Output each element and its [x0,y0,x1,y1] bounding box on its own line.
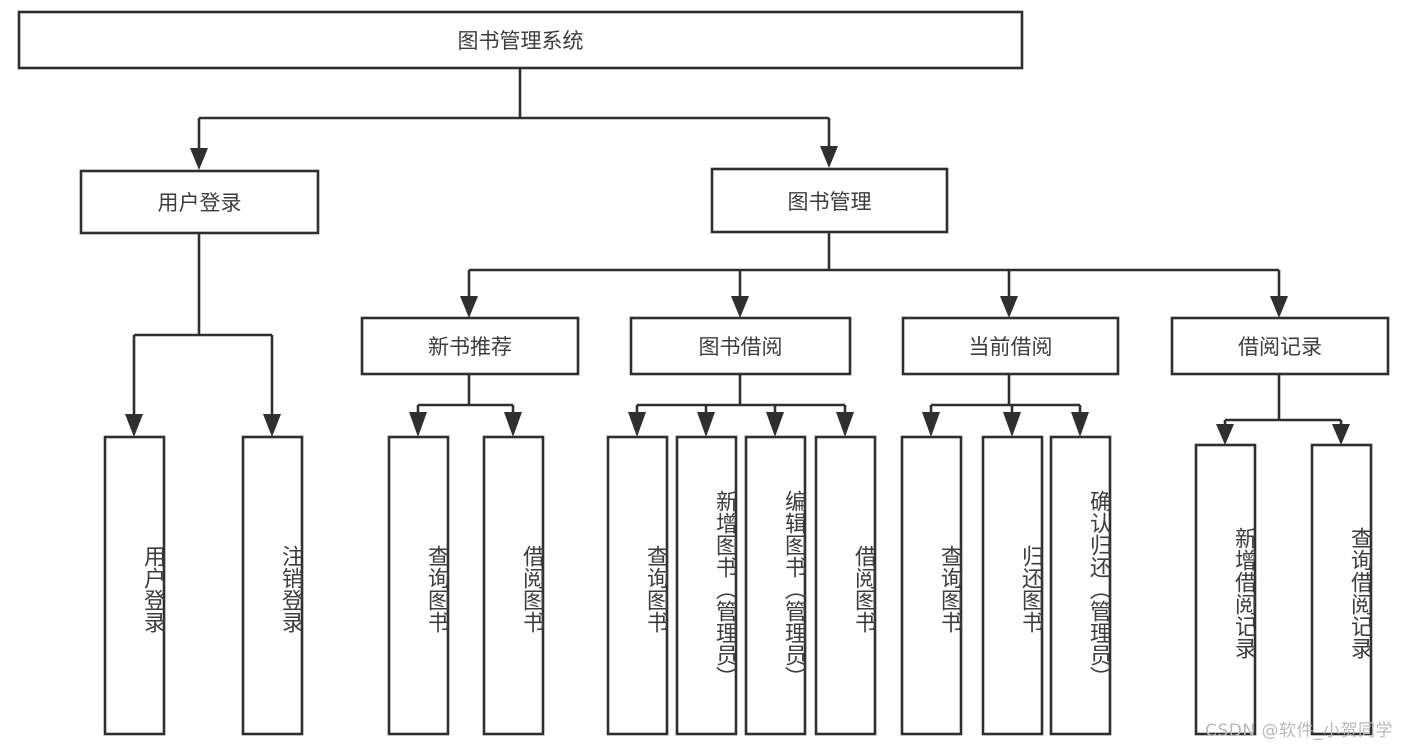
arrow-br-leaf-1 [1216,424,1234,445]
connector-root-to-level2 [190,68,838,170]
node-box-leaf-borrow-book-nb[interactable] [482,435,545,736]
connector-new-book-to-leaves [409,374,522,437]
arrow-leaf-user-login [125,414,143,437]
arrow-book-borrow [731,296,749,318]
arrow-leaf-logout [263,414,281,437]
arrow-borrow-record [1270,296,1288,318]
node-box-leaf-return-book[interactable] [981,435,1044,736]
arrow-nb-leaf-2 [504,412,522,437]
arrow-cb-leaf-3 [1071,412,1089,437]
node-box-new-book-recommend[interactable] [360,316,580,376]
node-box-leaf-query-record[interactable] [1310,443,1373,736]
arrow-bb-leaf-2 [697,412,715,437]
arrow-nb-leaf-1 [409,412,427,437]
connector-book-borrow-to-leaves [628,374,854,437]
arrow-bb-leaf-1 [628,412,646,437]
node-box-leaf-user-login[interactable] [103,435,166,736]
node-box-book-management[interactable] [710,167,949,234]
arrow-bb-leaf-4 [836,412,854,437]
arrow-cb-leaf-1 [922,412,940,437]
node-box-leaf-borrow-book-bb[interactable] [814,435,877,736]
node-box-leaf-edit-book[interactable] [744,435,807,736]
node-box-leaf-confirm-return[interactable] [1049,435,1112,736]
arrow-user-login [190,148,208,170]
arrow-bb-leaf-3 [766,412,784,437]
node-box-leaf-query-book-bb[interactable] [606,435,669,736]
connector-book-management-to-level3 [460,232,1288,318]
arrow-book-management [820,146,838,168]
csdn-watermark: CSDN @软件_小贺同学 [1205,721,1393,741]
node-box-borrow-record[interactable] [1170,316,1390,376]
node-box-current-borrow[interactable] [901,316,1120,376]
node-box-leaf-logout[interactable] [241,435,304,736]
connector-user-login-to-leaves [125,233,281,437]
connector-current-borrow-to-leaves [922,374,1089,437]
node-box-leaf-query-book-cb[interactable] [900,435,963,736]
arrow-cb-leaf-2 [1003,412,1021,437]
node-box-leaf-add-book[interactable] [675,435,738,736]
node-box-book-borrow[interactable] [629,316,852,376]
arrow-new-book [460,296,478,318]
node-box-leaf-query-book-nb[interactable] [387,435,450,736]
connector-borrow-record-to-leaves [1216,374,1350,445]
arrow-br-leaf-2 [1332,424,1350,445]
node-box-user-login[interactable] [79,169,320,235]
node-box-leaf-add-record[interactable] [1194,443,1257,736]
node-box-root[interactable] [17,10,1024,70]
arrow-current-borrow [1000,296,1018,318]
